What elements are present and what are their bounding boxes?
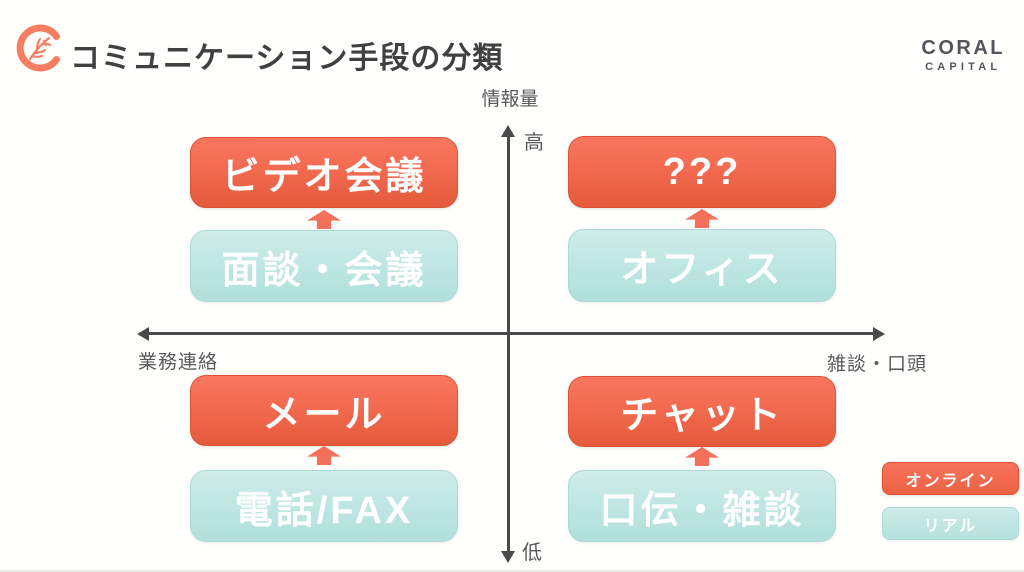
- box-online-mail: メール: [190, 375, 458, 446]
- y-axis-arrowhead-up-icon: [501, 125, 515, 137]
- arrow-up-icon: [685, 447, 719, 466]
- y-axis-line: [507, 136, 510, 552]
- y-axis-arrowhead-down-icon: [501, 551, 515, 563]
- brand-coral: CORAL: [921, 37, 1005, 59]
- arrow-up-icon: [307, 210, 341, 229]
- brand-capital: CAPITAL: [925, 61, 1002, 73]
- coral-capital-logo-icon: [16, 24, 60, 72]
- x-axis-line: [147, 332, 875, 335]
- box-real-office: オフィス: [568, 229, 836, 302]
- x-axis-arrowhead-right-icon: [873, 326, 885, 341]
- x-axis-left-label: 業務連絡: [138, 352, 219, 373]
- box-real-word-of-mouth: 口伝・雑談: [568, 470, 836, 542]
- y-axis-low-label: 低: [522, 542, 542, 564]
- box-real-meeting: 面談・会議: [190, 230, 458, 302]
- arrow-up-icon: [307, 446, 341, 465]
- page-title: コミュニケーション手段の分類: [70, 42, 504, 75]
- x-axis-arrowhead-left-icon: [137, 326, 149, 341]
- y-axis-high-label: 高: [524, 132, 544, 154]
- x-axis-right-label: 雑談・口頭: [826, 354, 927, 375]
- y-axis-title: 情報量: [481, 89, 539, 110]
- box-real-phone-fax: 電話/FAX: [190, 470, 458, 542]
- legend-online-badge: オンライン: [882, 462, 1019, 495]
- box-online-chat: チャット: [568, 376, 836, 447]
- arrow-up-icon: [685, 209, 719, 228]
- brand-wordmark: CORAL CAPITAL: [921, 38, 1005, 73]
- box-online-unknown: ???: [568, 136, 836, 208]
- legend-real-badge: リアル: [882, 507, 1019, 540]
- box-online-video-conference: ビデオ会議: [190, 137, 458, 208]
